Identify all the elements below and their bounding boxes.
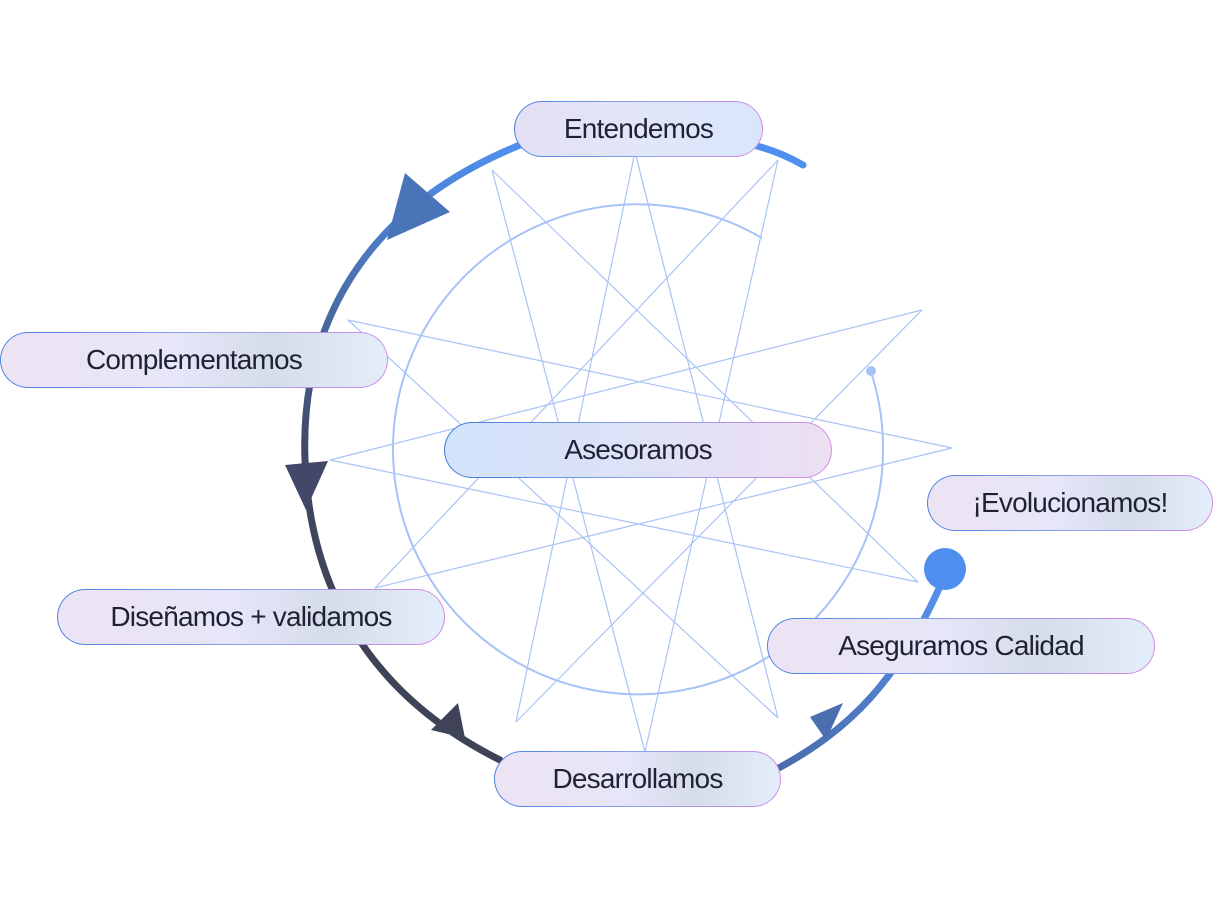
arrow-up-right-icon	[810, 703, 843, 740]
star-line	[347, 319, 779, 719]
step-aseguramos[interactable]: Aseguramos Calidad	[767, 618, 1155, 674]
center-asesoramos[interactable]: Asesoramos	[444, 422, 832, 478]
step-complementamos[interactable]: Complementamos	[0, 332, 388, 388]
arrow-down-icon	[285, 461, 328, 510]
step-label: Diseñamos + validamos	[110, 601, 392, 632]
step-disenamos[interactable]: Diseñamos + validamos	[57, 589, 445, 645]
cycle-end-dot	[924, 548, 966, 590]
star-line	[347, 319, 953, 449]
star-line	[329, 309, 923, 461]
step-desarrollamos[interactable]: Desarrollamos	[494, 751, 781, 807]
star-line	[374, 159, 779, 589]
step-label: ¡Evolucionamos!	[972, 487, 1169, 518]
step-label: Desarrollamos	[552, 763, 723, 794]
step-entendemos[interactable]: Entendemos	[514, 101, 763, 157]
outer-arc-right	[771, 571, 949, 774]
step-label: Entendemos	[563, 113, 714, 144]
inner-arc-end-dot	[866, 366, 876, 376]
inner-circle-arc	[392, 203, 885, 696]
star-line	[491, 169, 919, 583]
center-label: Asesoramos	[564, 434, 712, 465]
arrow-down-left-icon	[387, 173, 450, 240]
star-polygon-lines	[329, 151, 953, 753]
step-label: Aseguramos Calidad	[838, 630, 1084, 661]
star-line	[329, 459, 919, 583]
step-label: Complementamos	[86, 344, 303, 375]
step-evolucionamos[interactable]: ¡Evolucionamos!	[927, 475, 1213, 531]
star-line	[374, 447, 953, 589]
arrow-down-right-icon	[431, 703, 465, 738]
star-line	[515, 309, 923, 723]
outer-arc-top-right	[753, 142, 807, 169]
